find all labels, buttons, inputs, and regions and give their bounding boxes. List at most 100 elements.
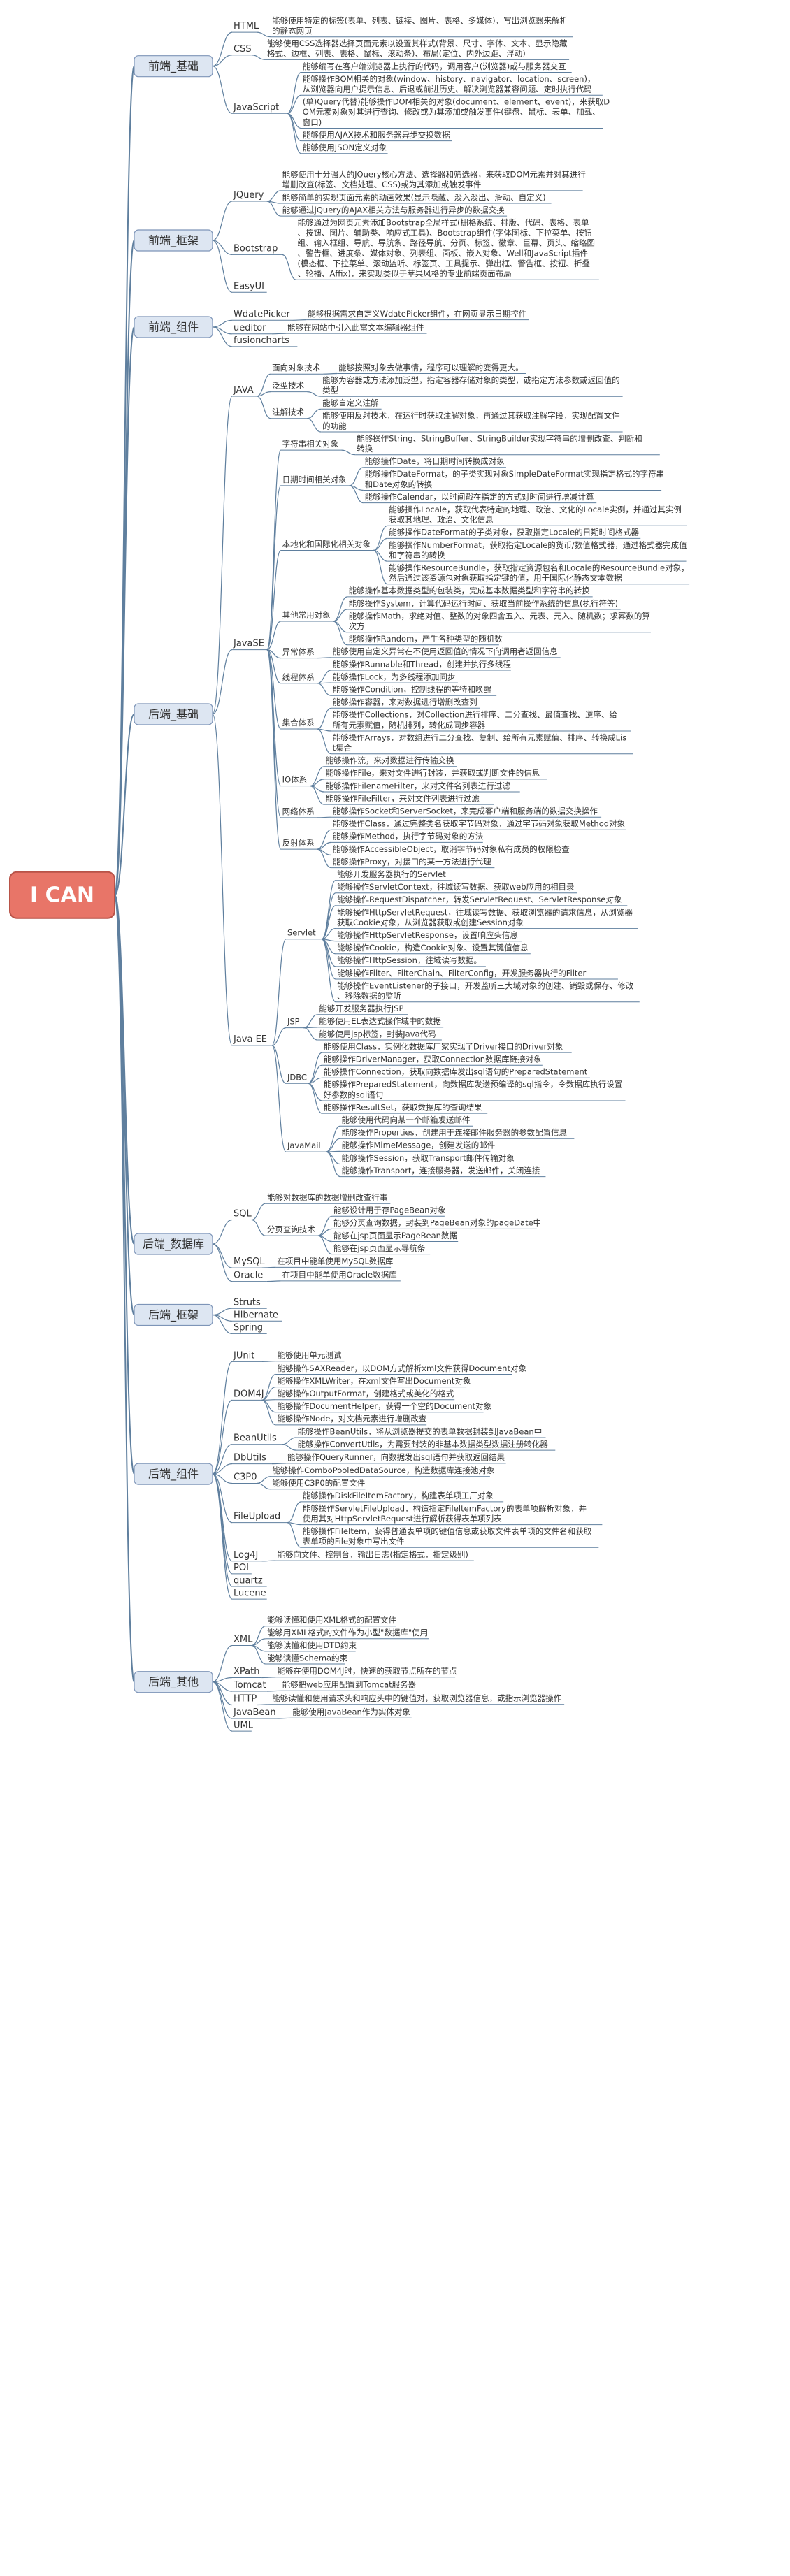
connector — [266, 621, 281, 651]
topic-leaf: 能够操作Arrays，对数组进行二分查找、复制、给所有元素赋值、排序、转换成Li… — [333, 732, 627, 753]
connector — [326, 1150, 340, 1152]
connector — [317, 728, 331, 755]
label-line: 格式、边框、列表、表格、鼠标、滚动条)、布局(定位、内外边距、浮动) — [267, 49, 526, 59]
node-javamail: JavaMail — [285, 1141, 326, 1152]
topic-leaf: 能够操作ServletContext，往域读写数据、获取web应用的相目录 — [337, 882, 575, 892]
node-: 能够使用代码向某一个邮箱发送邮件 — [340, 1115, 473, 1127]
node-: 网络体系 — [280, 806, 317, 818]
topic-leaf: 能够使用代码向某一个邮箱发送邮件 — [341, 1115, 470, 1124]
topic-leaf: 能够操作Filter、FilterChain、FilterConfig，开发服务… — [337, 968, 586, 978]
connector — [321, 939, 336, 1003]
topic-label: JUnit — [233, 1350, 254, 1361]
connector — [266, 649, 282, 850]
connector — [212, 55, 233, 67]
connector — [212, 1361, 233, 1475]
node-tomcat: Tomcat — [232, 1680, 267, 1692]
node-: 前端_框架 — [134, 229, 213, 252]
node-: 异常体系 — [280, 647, 317, 659]
topic-leaf: 能够操作Node，对文档元素进行增删改查 — [277, 1414, 427, 1424]
topic-leaf: 能够开发服务器执行的Servlet — [337, 869, 446, 879]
connector — [261, 1361, 276, 1362]
label-line: (单)Query代替)能够操作DOM相关的对象(document、element… — [303, 97, 610, 107]
connector — [251, 55, 266, 60]
topic-label: 本地化和国际化相关对象 — [282, 539, 371, 549]
connector — [212, 240, 233, 293]
node-json: 能够使用JSON定义对象 — [301, 143, 388, 154]
label-line: 能够操作FileItem，获得普通表单项的键值信息或获取文件表单项的文件名和获取 — [303, 1526, 592, 1536]
node-xpath: XPath — [232, 1666, 262, 1678]
topic-leaf: 能够操作DateFormat的子类对象，获取指定Locale的日期时间格式器 — [389, 528, 639, 537]
connector — [266, 190, 281, 202]
topic-leaf: Spring — [234, 1323, 263, 1333]
label-line: t集合 — [333, 743, 352, 753]
topic-leaf: 能够操作Method，执行字节码对象的方法 — [333, 832, 484, 841]
topic-leaf: 能够对数据库的数据增删改查行事 — [267, 1192, 387, 1202]
connector — [317, 816, 331, 818]
topic-leaf: 能够操作DocumentHelper，获得一个空的Document对象 — [277, 1401, 491, 1411]
connector — [261, 1266, 276, 1268]
connector — [303, 1027, 318, 1041]
node-math: 能够操作Math，求绝对值、整数的对象四舍五入、元表、元入、随机数；求幂数的算次… — [347, 611, 651, 633]
node-c3p0: 能够使用C3P0的配置文件 — [271, 1478, 366, 1490]
topic-label: 泛型技术 — [272, 381, 304, 391]
topic-leaf: 在项目中能单使用MySQL数据库 — [277, 1257, 393, 1266]
topic-leaf: 能够读懂和使用请求头和响应头中的键值对，获取浏览器信息，或指示浏览器操作 — [272, 1693, 561, 1703]
topic-leaf: 能够操作QueryRunner，向数据发出sql语句并获取返回结果 — [287, 1452, 505, 1462]
node-bootstrap-bootstrap-well-javascript-affix: 能够通过为网页元素添加Bootstrap全局样式(栅格系统、排版、代码、表格、表… — [296, 217, 599, 280]
branch-label: 后端_其他 — [148, 1675, 199, 1689]
connector — [266, 649, 281, 684]
node-eventlistener: 能够操作EventListener的子接口，开发监听三大域对象的创建、销毁或保存… — [336, 981, 640, 1003]
topic-label: HTML — [234, 21, 259, 31]
topic-leaf: 能够操作SAXReader，以DOM方式解析xml文件获得Document对象 — [277, 1363, 526, 1373]
topic-leaf: 能够操作ServletFileUpload，构造指定FileItemFactor… — [303, 1503, 587, 1524]
topic-leaf: 能够在jsp页面显示PageBean数据 — [333, 1231, 458, 1240]
topic-leaf: 能够操作Properties，创建用于连接邮件服务器的参数配置信息 — [341, 1128, 567, 1138]
topic-leaf: 能够操作Lock，为多线程添加同步 — [333, 672, 456, 681]
connector — [321, 880, 336, 940]
connector — [282, 1437, 296, 1445]
connector — [266, 649, 282, 730]
connector — [292, 319, 307, 321]
topic-label: WdatePicker — [234, 309, 291, 319]
node-io: IO体系 — [280, 775, 310, 787]
connector — [212, 1473, 233, 1600]
node-: 集合体系 — [280, 718, 317, 730]
topic-label: DOM4J — [234, 1389, 264, 1399]
root-label: I CAN — [30, 883, 94, 908]
node-dtd: 能够读懂和使用DTD约束 — [265, 1640, 357, 1652]
node-: 能够向文件、控制台，输出日志(指定格式，指定级别) — [275, 1549, 474, 1561]
topic-leaf: 能够使用AJAX技术和服务器异步交换数据 — [303, 130, 450, 140]
branch-label: 后端_组件 — [148, 1468, 199, 1482]
connector — [212, 1219, 233, 1245]
topic-leaf: 能够用XML格式的文件作为小型"数据库"使用 — [267, 1628, 428, 1637]
connector — [251, 1219, 266, 1236]
topic-label: 日期时间相关对象 — [282, 475, 347, 484]
node-lock: 能够操作Lock，为多线程添加同步 — [331, 672, 458, 683]
node-css: CSS — [232, 44, 252, 56]
node-combopooleddatasource: 能够操作ComboPooledDataSource，构造数据库连接池对象 — [271, 1466, 494, 1477]
connector — [317, 707, 331, 730]
connector — [212, 1644, 233, 1683]
connector — [282, 1444, 296, 1451]
topic-leaf: 能够使用特定的标签(表单、列表、链接、图片、表格、多媒体)，写出浏览器来解析的静… — [272, 15, 568, 36]
topic-label: XPath — [234, 1666, 259, 1677]
node-: 能够使用反射技术，在运行时获取注解对象，再通过其获取注解字段，实现配置文件的功能 — [321, 411, 623, 433]
node-filter-filterchain-filterconfig-filter: 能够操作Filter、FilterChain、FilterConfig，开发服务… — [336, 968, 618, 980]
connector — [303, 1027, 318, 1029]
connector — [266, 1280, 281, 1282]
branch-box — [134, 1303, 213, 1326]
topic-leaf: 能够使用EL表达式操作域中的数据 — [319, 1016, 441, 1026]
node-: 能够操作基本数据类型的包装类，完成基本数据类型和字符串的转换 — [347, 586, 593, 598]
connector — [257, 1476, 271, 1484]
branch-box — [134, 316, 213, 338]
topic-label: 异常体系 — [282, 647, 315, 657]
node-: 日期时间相关对象 — [280, 475, 350, 486]
label-line: 能够通过为网页元素添加Bootstrap全局样式(栅格系统、排版、代码、表格、表… — [298, 217, 589, 227]
topic-leaf: Struts — [234, 1297, 261, 1308]
connector — [307, 418, 322, 433]
connector-lines — [114, 31, 388, 1732]
node-cookie-cookie: 能够操作Cookie，构造Cookie对象、设置其键值信息 — [336, 943, 531, 955]
connector — [251, 1644, 266, 1665]
connector — [212, 201, 233, 241]
